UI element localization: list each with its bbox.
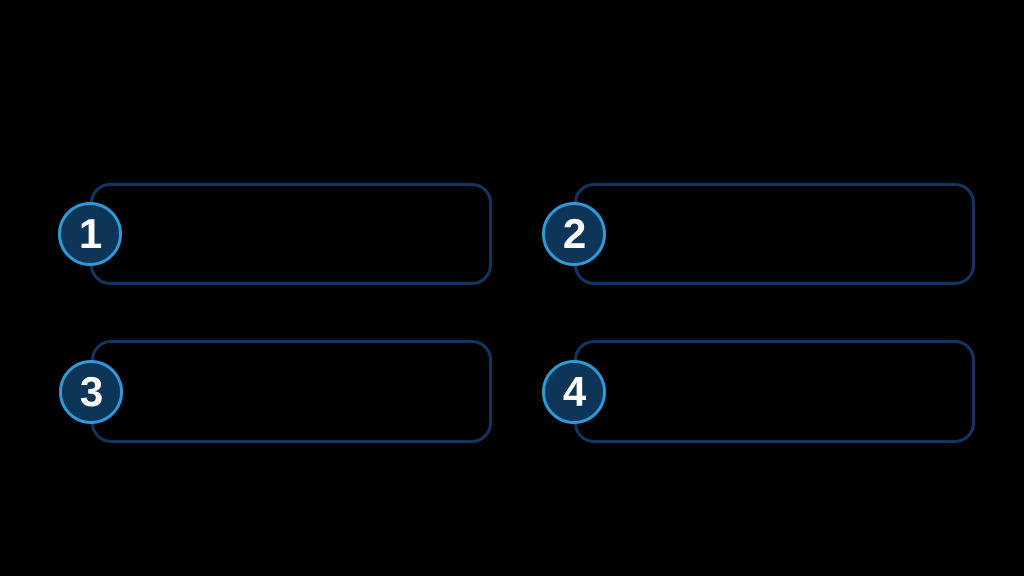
- step-3-content: [142, 343, 473, 440]
- step-box-1: 1: [58, 183, 492, 285]
- step-3-number: 3: [79, 367, 103, 415]
- step-box-3: 3: [59, 340, 492, 443]
- step-1-number: 1: [78, 210, 102, 257]
- step-box-4: 4: [542, 340, 975, 443]
- step-2-content: [625, 186, 956, 282]
- step-1-content: [141, 186, 473, 282]
- step-2-number-badge: 2: [542, 202, 606, 266]
- step-4-content: [625, 343, 956, 440]
- step-2-number: 2: [562, 210, 586, 257]
- step-3-number-badge: 3: [59, 359, 123, 424]
- step-1-number-badge: 1: [58, 202, 122, 266]
- step-4-number: 4: [562, 367, 586, 415]
- step-box-2: 2: [542, 183, 975, 285]
- step-4-number-badge: 4: [542, 359, 606, 424]
